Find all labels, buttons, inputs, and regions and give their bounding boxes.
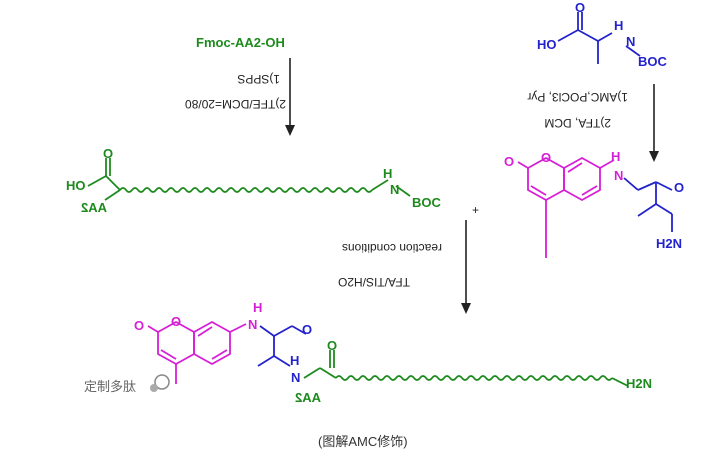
label-o-peptide: O [327, 338, 337, 353]
label-n-boc: N [626, 34, 635, 49]
plus-sign: + [472, 203, 479, 217]
label-h2n-product: H2N [626, 376, 652, 391]
reagent-tfa-tis: TFA/TIS/H2O [338, 275, 410, 289]
label-n-amc: N [614, 168, 623, 183]
label-boc-resin: BOC [412, 195, 442, 210]
label-o-acid: O [575, 0, 585, 15]
amc-peptide-product [147, 320, 629, 387]
reagent-reaction-conditions: reaction conditions [342, 241, 442, 255]
label-h-amc: H [611, 149, 620, 164]
label-boc-top: BOC [638, 54, 668, 69]
label-aa2-resin: AA2 [81, 200, 107, 215]
boc-amino-acid [557, 12, 613, 64]
reagent-tfe-dcm: 2)TFE/DCM=20/80 [185, 97, 286, 111]
figure-caption: (图解AMC修饰) [318, 434, 408, 449]
arrow-left-down [285, 58, 295, 136]
label-aa2-product: AA2 [295, 390, 321, 405]
label-n-product: N [248, 317, 257, 332]
label-o-product-ring: O [171, 314, 181, 329]
arrow-right-down [649, 84, 659, 162]
reagent-spps: 1)SPPS [237, 72, 280, 86]
resin-bound-peptide [87, 158, 411, 201]
label-ho-resin: HO [66, 178, 86, 193]
reagent-tfa-dcm: 2)TFA, DCM [544, 116, 611, 130]
label-ho-acid: HO [537, 37, 557, 52]
label-h-boc: H [614, 18, 623, 33]
amc-amide [517, 156, 673, 258]
reagent-fmoc-aa2: Fmoc-AA2-OH [196, 35, 285, 50]
arrow-middle-down [461, 220, 471, 314]
label-o-product-amide: O [302, 322, 312, 337]
label-h2n-amc: H2N [656, 236, 682, 251]
label-o-coumarin-carbonyl: O [504, 154, 514, 169]
label-o-product-carbonyl: O [134, 318, 144, 333]
watermark-text: 定制多肽 [84, 379, 136, 394]
label-n-product-2: N [291, 370, 300, 385]
label-o-resin: O [103, 146, 113, 161]
watermark: 定制多肽 [84, 374, 170, 394]
label-h-resin: H [383, 166, 392, 181]
label-n-resin: N [390, 182, 399, 197]
label-o-coumarin-ring: O [541, 150, 551, 165]
reagent-amc-pocl3: 1)AMC,POCl3, Pyr [527, 90, 628, 104]
label-h-product: H [253, 300, 262, 315]
label-h-product-2: H [290, 353, 299, 368]
label-o-amide: O [674, 180, 684, 195]
